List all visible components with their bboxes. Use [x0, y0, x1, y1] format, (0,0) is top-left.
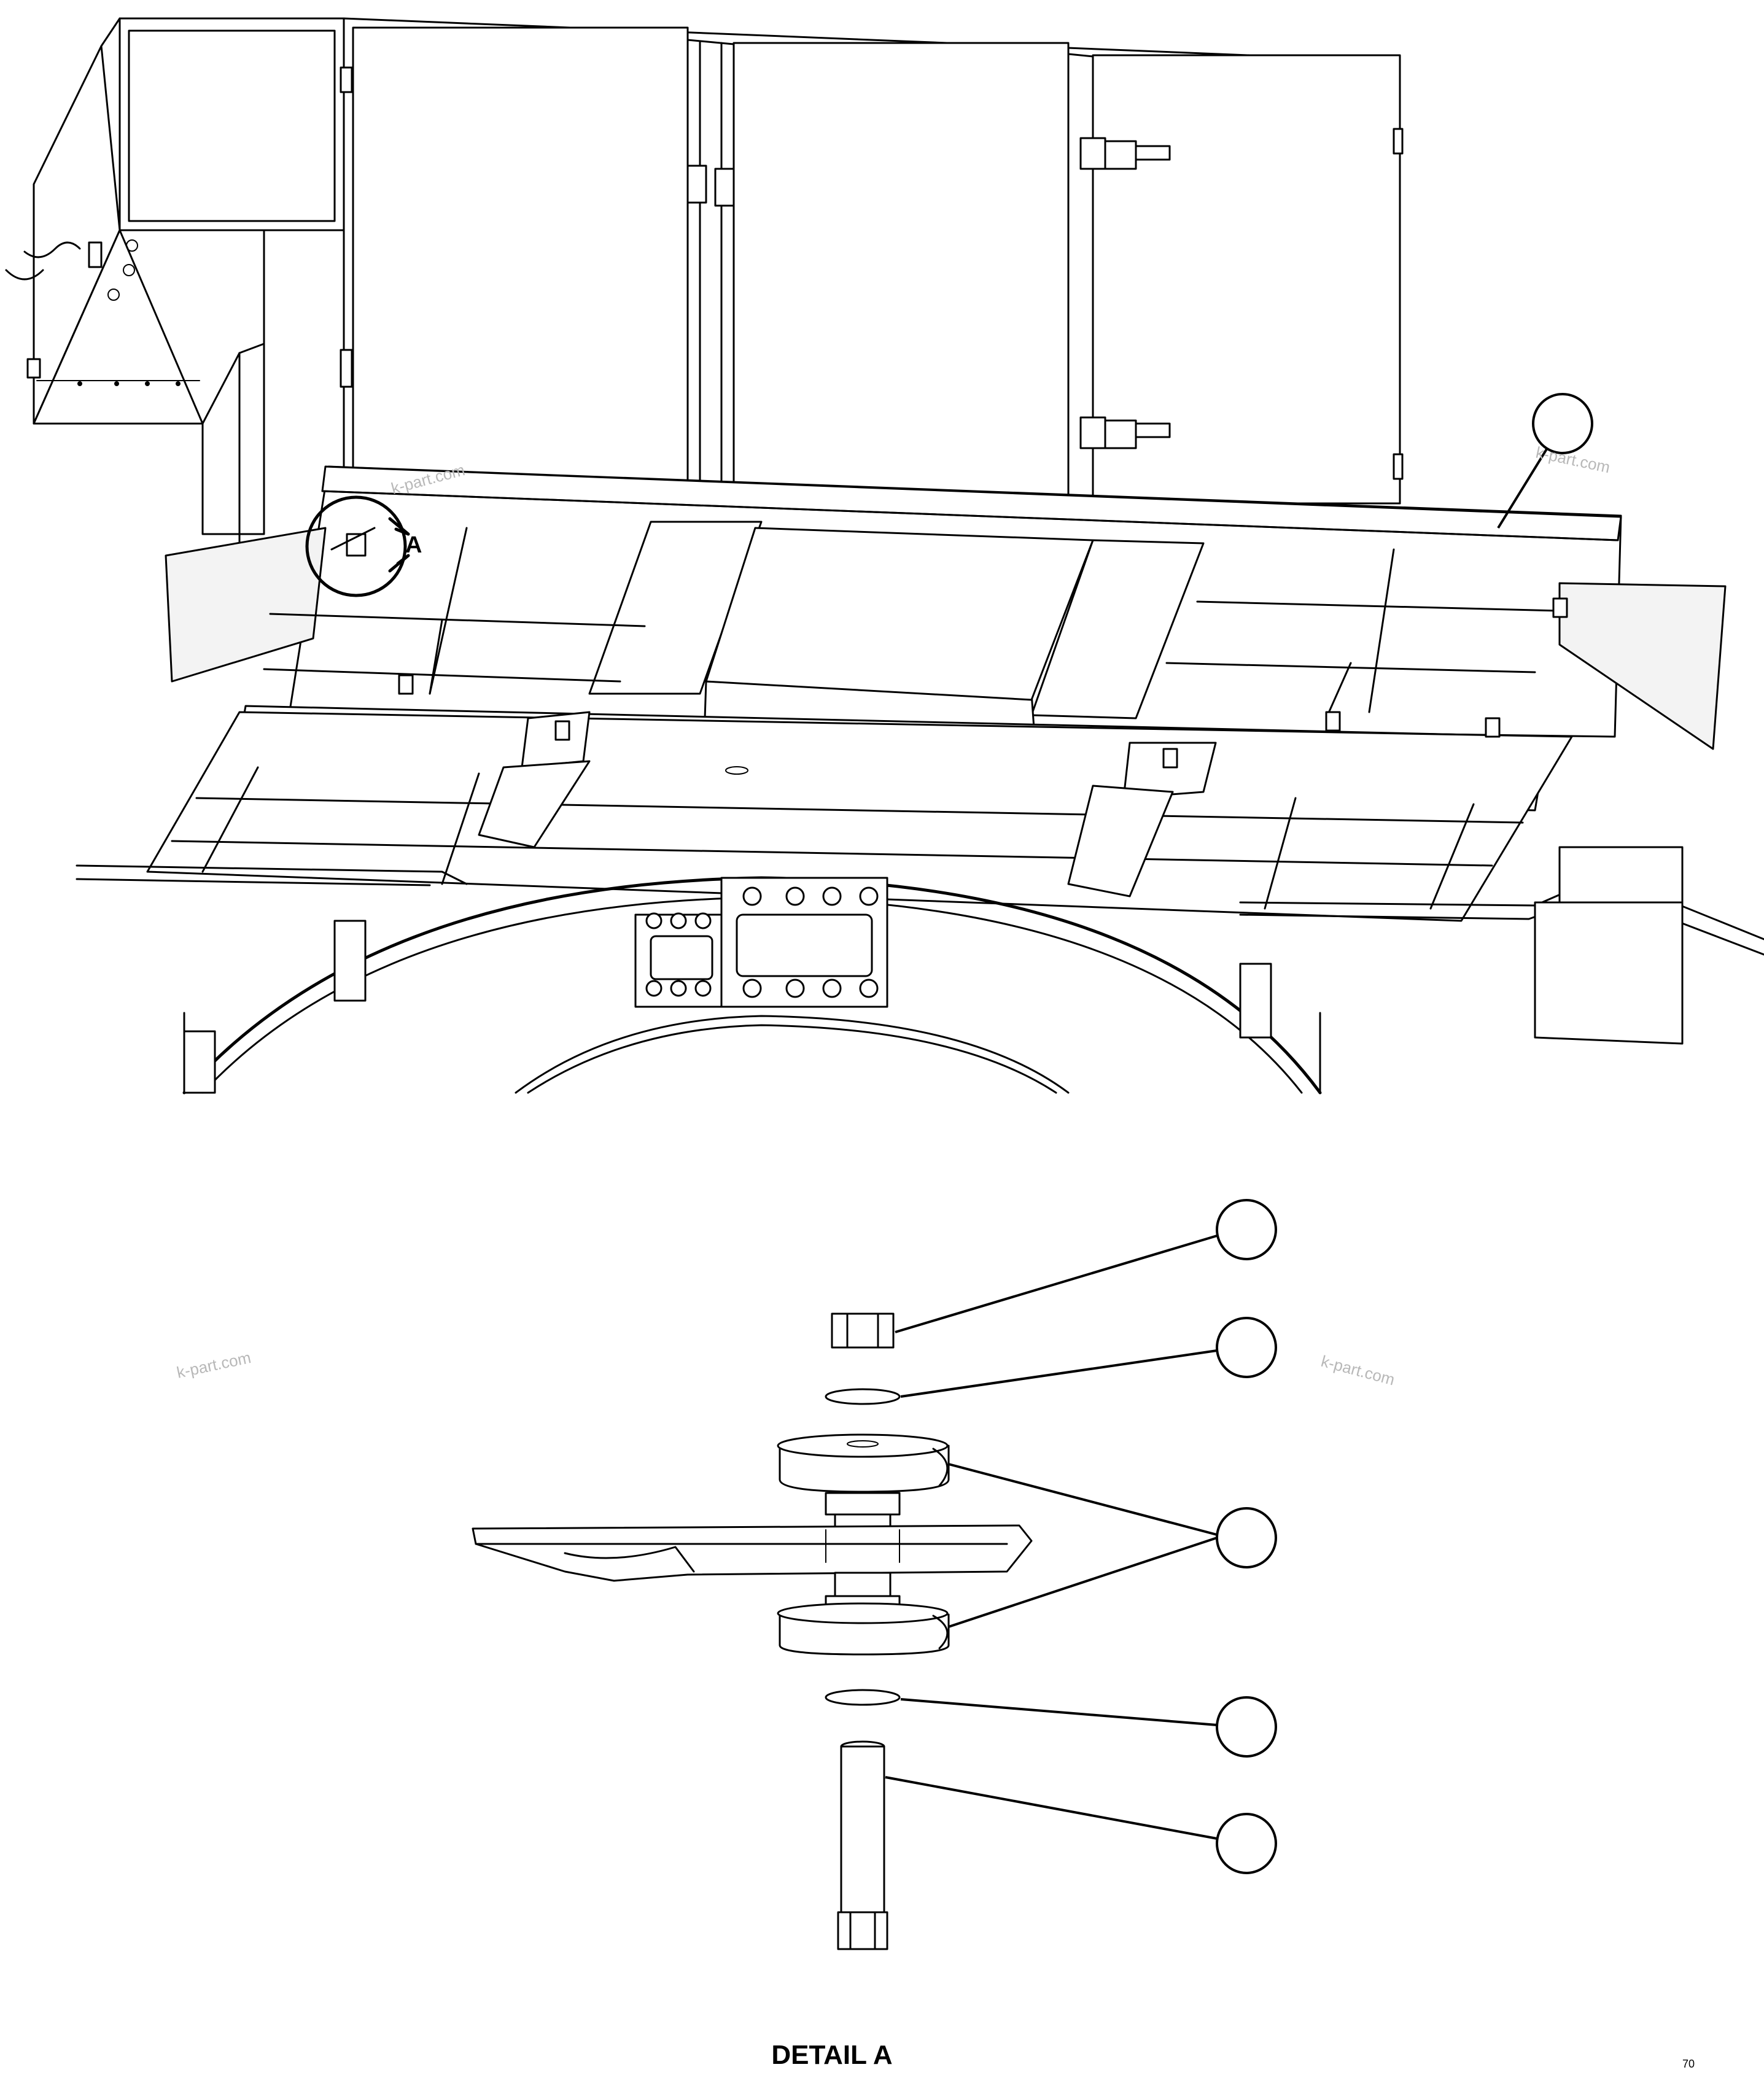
door-latch-upper [1079, 137, 1171, 170]
right-step [1558, 582, 1727, 750]
hex-bolt [837, 1740, 888, 1950]
cabinet-door-1 [352, 26, 689, 483]
bolt-callout [885, 1776, 1277, 1874]
cabinet-door-2 [732, 42, 1070, 498]
lid-handle [23, 241, 81, 258]
side-rail [76, 846, 1764, 1045]
detail-a-marker: A [305, 495, 422, 597]
lid-latch [26, 358, 41, 379]
left-tool-box [5, 17, 345, 554]
machine-assembly-view: A [5, 17, 1764, 1095]
washer-lower-callout [900, 1696, 1277, 1758]
rear-cabinet [340, 17, 1404, 505]
view-letter: A [405, 532, 422, 558]
door-latch-lower [1079, 416, 1171, 449]
hub-mount-plates [634, 877, 888, 1008]
platform-frame [146, 465, 1727, 922]
watermark-text: k-part.com [1319, 1352, 1396, 1389]
door-hinge [714, 168, 735, 207]
washer-lower [825, 1689, 901, 1706]
detail-a-exploded-view: DETAIL A [472, 1199, 1277, 2070]
bushing-upper [777, 1433, 950, 1543]
door-hinge [686, 165, 707, 204]
detail-title: DETAIL A [771, 2040, 892, 2070]
mounting-arm [472, 1524, 1033, 1582]
right-mudflap [1534, 901, 1684, 1045]
hex-nut [831, 1312, 895, 1349]
bushing-callout [948, 1463, 1277, 1628]
lid-strap [5, 269, 44, 281]
bushing-lower [777, 1572, 950, 1656]
nut-callout [895, 1199, 1277, 1333]
washer-upper-callout [900, 1317, 1277, 1398]
sheet-code: 70 [1682, 2058, 1695, 2070]
watermark-text: k-part.com [175, 1348, 252, 1382]
washer-upper [825, 1388, 901, 1405]
box-vent-holes [77, 239, 181, 386]
top-frame-callout [1497, 393, 1593, 529]
left-step [165, 527, 327, 683]
